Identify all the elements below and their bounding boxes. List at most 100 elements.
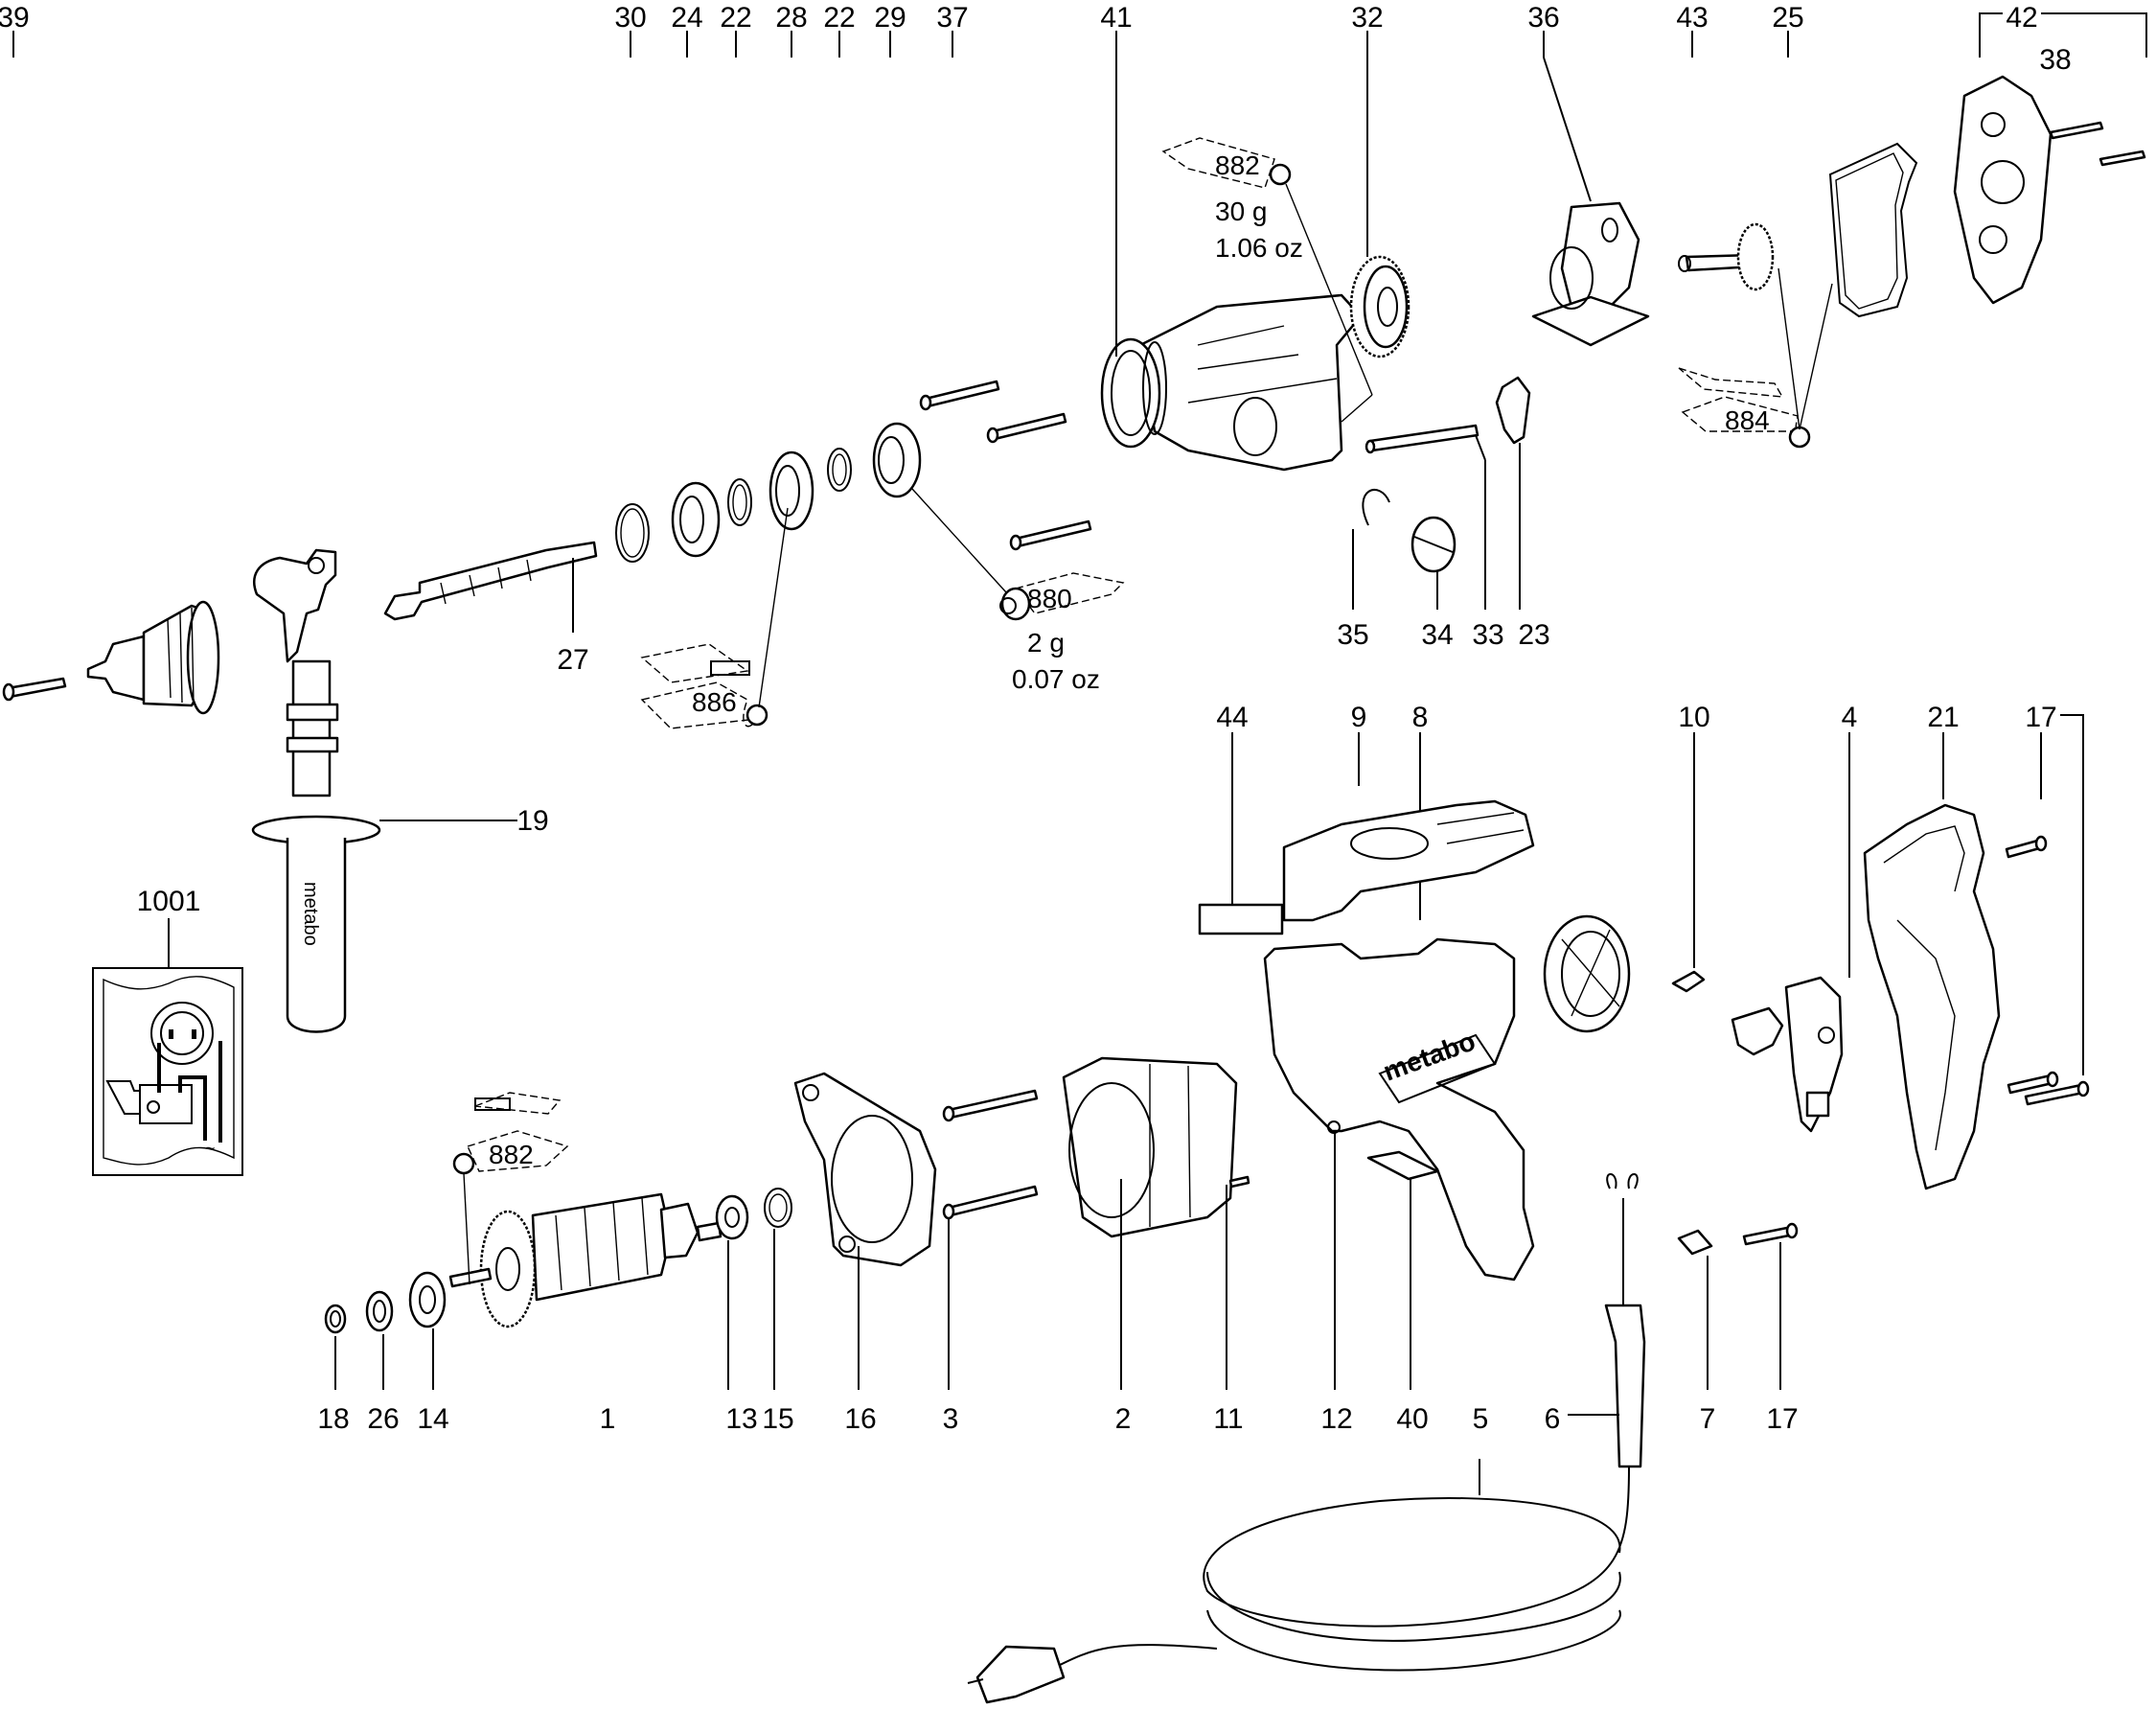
part-21-handle-shell bbox=[1863, 803, 2001, 1190]
part-36-bracket bbox=[1531, 201, 1650, 347]
callout-16: 16 bbox=[844, 1403, 876, 1435]
part-16-fan-baffle bbox=[793, 1072, 937, 1267]
part-19-side-handle: metabo bbox=[251, 548, 381, 1033]
callout-13: 13 bbox=[725, 1403, 757, 1435]
part-2-stator bbox=[1062, 1056, 1238, 1238]
callout-28: 28 bbox=[775, 2, 807, 34]
part-17-screws-upper bbox=[2005, 835, 2090, 1106]
callout-19: 19 bbox=[516, 805, 548, 837]
part-15-ring bbox=[764, 1188, 792, 1228]
callout-29: 29 bbox=[874, 2, 906, 34]
callout-33: 33 bbox=[1472, 619, 1503, 651]
callout-34: 34 bbox=[1421, 619, 1453, 651]
bottom-leaders bbox=[334, 1133, 1781, 1495]
part-3-screws bbox=[942, 1089, 1039, 1220]
callout-37: 37 bbox=[936, 2, 968, 34]
part-12-motor-housing: metabo bbox=[1263, 937, 1535, 1282]
callout-3: 3 bbox=[943, 1403, 959, 1435]
part-1-armature bbox=[448, 1192, 722, 1328]
callout-5: 5 bbox=[1473, 1403, 1489, 1435]
callout-17a: 17 bbox=[2025, 702, 2056, 733]
top-leaders bbox=[12, 12, 2147, 58]
callout-24: 24 bbox=[671, 2, 702, 34]
callout-21: 21 bbox=[1927, 702, 1959, 733]
part-drill-chuck bbox=[86, 600, 220, 715]
lubricant-882-code: 882 bbox=[1215, 150, 1260, 180]
part-4-switch bbox=[1731, 976, 1844, 1133]
lubricant-882-amount: 30 g bbox=[1215, 196, 1268, 226]
callout-41: 41 bbox=[1100, 2, 1132, 34]
callout-39: 39 bbox=[0, 2, 30, 34]
part-13-bearing bbox=[715, 1194, 749, 1240]
callout-22b: 22 bbox=[823, 2, 855, 34]
callout-9: 9 bbox=[1351, 702, 1367, 733]
callout-25: 25 bbox=[1772, 2, 1803, 34]
callout-22a: 22 bbox=[720, 2, 751, 34]
lubricant-882-lower-code: 882 bbox=[489, 1140, 534, 1169]
callout-8: 8 bbox=[1412, 702, 1429, 733]
part-43-gear-shaft bbox=[1678, 222, 1775, 291]
part-14-bearing bbox=[408, 1271, 447, 1328]
callout-18: 18 bbox=[317, 1403, 349, 1435]
part-25-gasket bbox=[1828, 142, 1918, 318]
part-6-cable-sleeve bbox=[1604, 1173, 1646, 1468]
callout-38: 38 bbox=[2039, 44, 2071, 76]
callout-10: 10 bbox=[1678, 702, 1709, 733]
part-40-sticker bbox=[1366, 1150, 1439, 1181]
ac-symbol: ~ bbox=[205, 1139, 216, 1158]
lubricant-880-code: 880 bbox=[1027, 584, 1072, 613]
part-30-circlip bbox=[615, 503, 650, 563]
part-7-carbon-brush bbox=[1677, 1229, 1713, 1256]
callout-23: 23 bbox=[1518, 619, 1549, 651]
handle-brand-text: metabo bbox=[300, 882, 321, 946]
callout-7: 7 bbox=[1700, 1403, 1716, 1435]
callout-1001: 1001 bbox=[137, 886, 201, 917]
callout-2: 2 bbox=[1115, 1403, 1132, 1435]
callout-30: 30 bbox=[614, 2, 646, 34]
part-34-cap bbox=[1411, 516, 1456, 573]
part-32-gear bbox=[1349, 255, 1411, 358]
part-44-label bbox=[1198, 903, 1284, 935]
part-17-screw-lower bbox=[1742, 1222, 1799, 1246]
part-26-nut bbox=[365, 1290, 394, 1332]
part-23-clip bbox=[1495, 376, 1531, 445]
lubricant-882-tube-lower bbox=[452, 1092, 569, 1285]
callout-42: 42 bbox=[2006, 2, 2037, 34]
callout-44: 44 bbox=[1216, 702, 1248, 733]
callout-40: 40 bbox=[1396, 1403, 1428, 1435]
part-11-screw bbox=[1228, 1175, 1250, 1189]
part-8-brush-holder bbox=[1543, 914, 1631, 1033]
part-38-pins bbox=[2049, 121, 2146, 167]
part-28-bearing bbox=[768, 450, 814, 531]
lubricant-884-tube bbox=[1678, 267, 1833, 449]
part-29-bearing bbox=[872, 422, 922, 498]
wiring-diagram-1001: ~ bbox=[92, 918, 243, 1176]
part-41-gear-housing bbox=[1100, 58, 1363, 472]
lubricant-882-tube bbox=[1161, 137, 1373, 423]
part-10-clip bbox=[1671, 970, 1706, 993]
callout-14: 14 bbox=[417, 1403, 448, 1435]
part-18-bushing bbox=[324, 1304, 347, 1334]
callout-35: 35 bbox=[1337, 619, 1368, 651]
part-9-housing-cover bbox=[1282, 799, 1535, 922]
callout-6: 6 bbox=[1545, 1403, 1561, 1435]
callout-12: 12 bbox=[1320, 1403, 1352, 1435]
part-5-power-cord bbox=[967, 1466, 1630, 1704]
part-37-screws bbox=[919, 380, 1092, 551]
callout-1: 1 bbox=[600, 1403, 616, 1435]
lubricant-886-tube bbox=[640, 507, 789, 729]
part-24-ring bbox=[671, 481, 721, 558]
lubricant-884-code: 884 bbox=[1725, 405, 1770, 435]
part-33-pin bbox=[1365, 424, 1479, 454]
part-35-spring-clip bbox=[1362, 489, 1390, 526]
part-22-washer-a bbox=[727, 478, 752, 526]
callout-4: 4 bbox=[1842, 702, 1858, 733]
mid-leaders bbox=[1231, 714, 2084, 1075]
lubricant-880-tube bbox=[911, 488, 1125, 621]
lubricant-880-amount: 2 g bbox=[1027, 628, 1065, 658]
part-39-screw bbox=[2, 677, 67, 702]
callout-32: 32 bbox=[1351, 2, 1383, 34]
callout-43: 43 bbox=[1676, 2, 1708, 34]
part-42-gear-cover bbox=[1953, 75, 2053, 305]
